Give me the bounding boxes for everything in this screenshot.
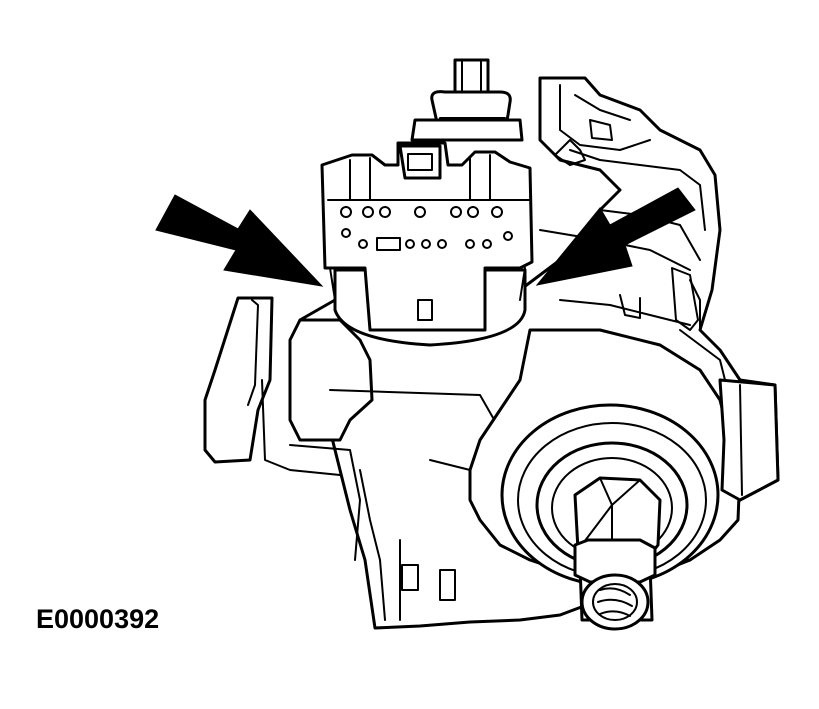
right-arrow	[535, 187, 696, 286]
connector-pin	[503, 231, 513, 241]
connector-pin	[340, 206, 352, 218]
connector-pin	[491, 206, 503, 218]
electrical-connector	[320, 141, 534, 332]
connector-pin	[437, 239, 447, 249]
connector-pin	[421, 239, 431, 249]
connector-pin	[341, 228, 351, 238]
connector-pin	[450, 206, 462, 218]
connector-pin	[414, 206, 426, 218]
figure-id-label: E0000392	[36, 604, 160, 634]
connector-pin	[482, 239, 492, 249]
left-arrow	[155, 194, 324, 287]
connector-pin	[405, 239, 415, 249]
steering-shaft	[410, 58, 524, 142]
connector-pin	[465, 239, 475, 249]
bolt-end	[573, 538, 657, 631]
connector-pin	[467, 206, 479, 218]
connector-pin	[379, 206, 391, 218]
connector-key	[376, 237, 401, 251]
connector-pin	[358, 239, 368, 249]
connector-pin	[362, 206, 374, 218]
left-lever-housing	[203, 296, 501, 561]
